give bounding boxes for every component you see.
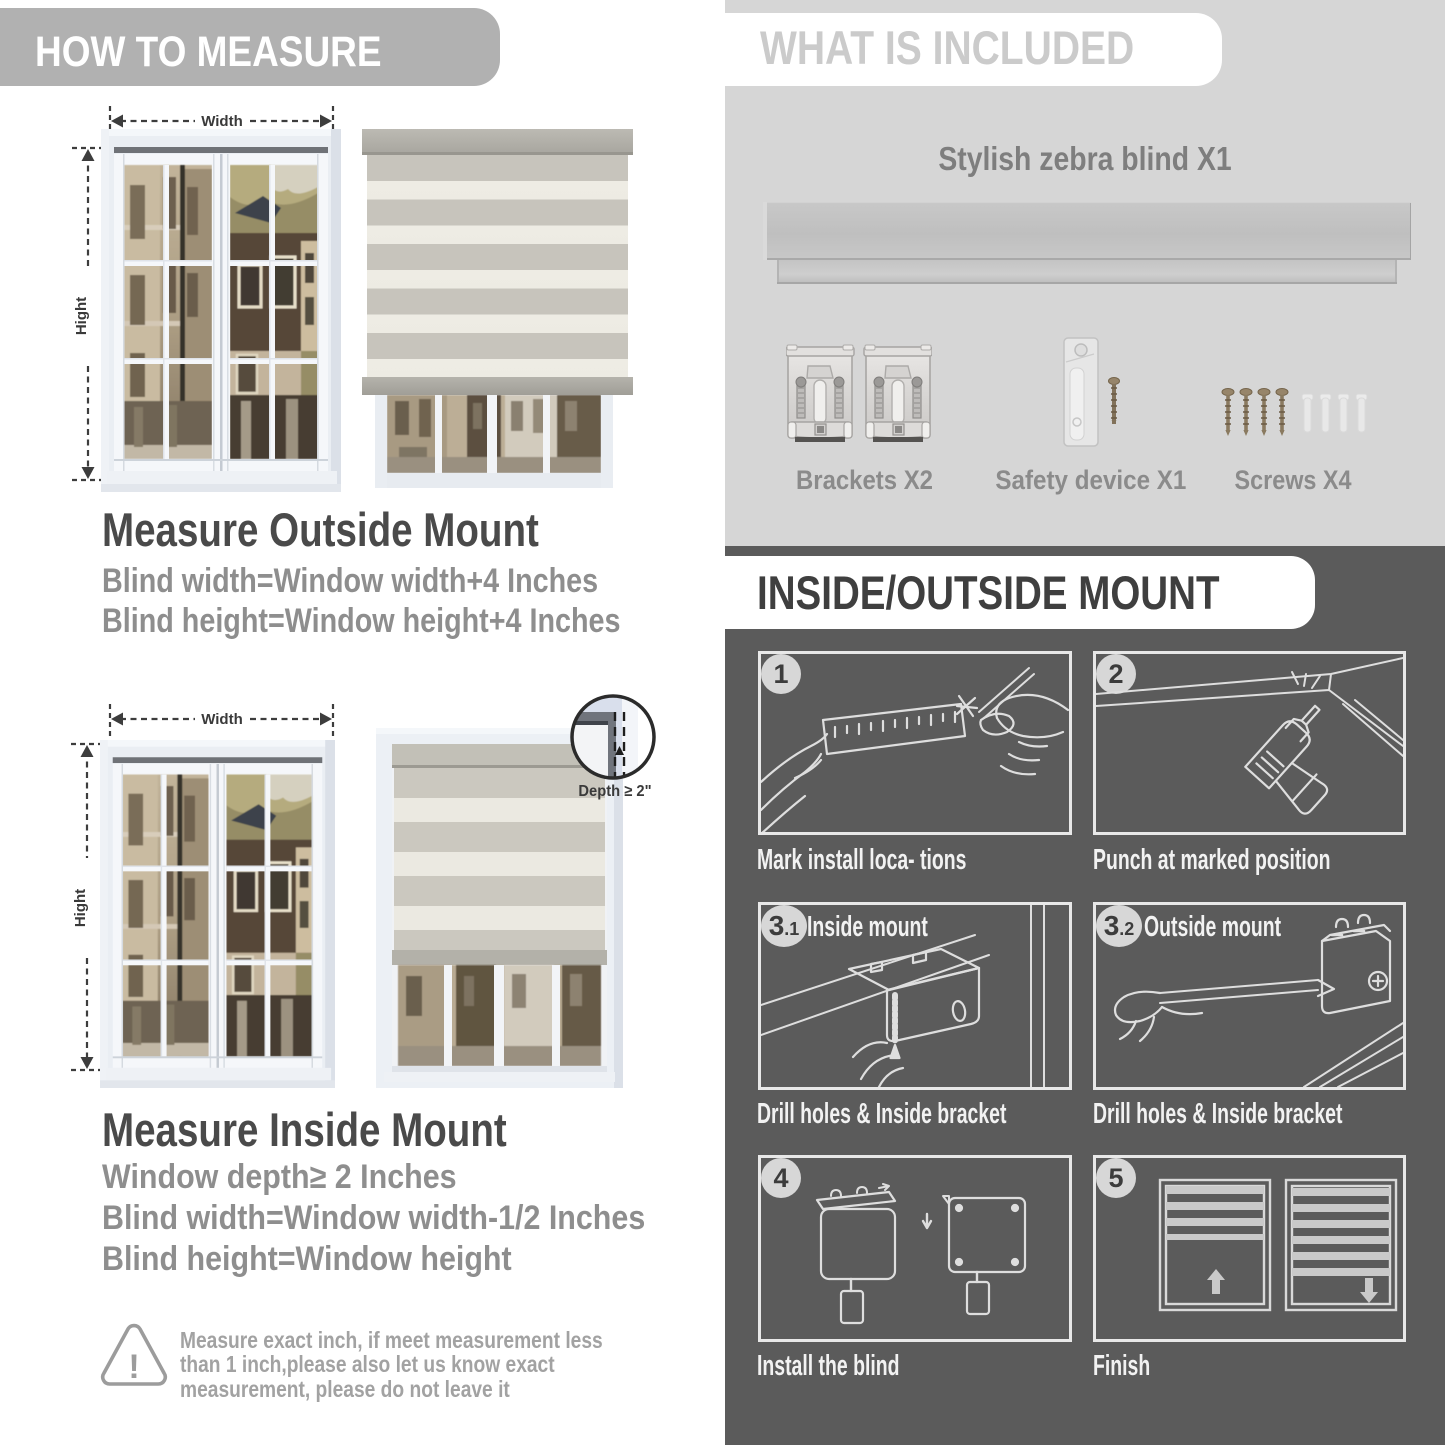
svg-text:!: ! bbox=[128, 1348, 139, 1386]
svg-text:Width: Width bbox=[201, 113, 243, 130]
svg-text:Width: Width bbox=[201, 711, 243, 728]
